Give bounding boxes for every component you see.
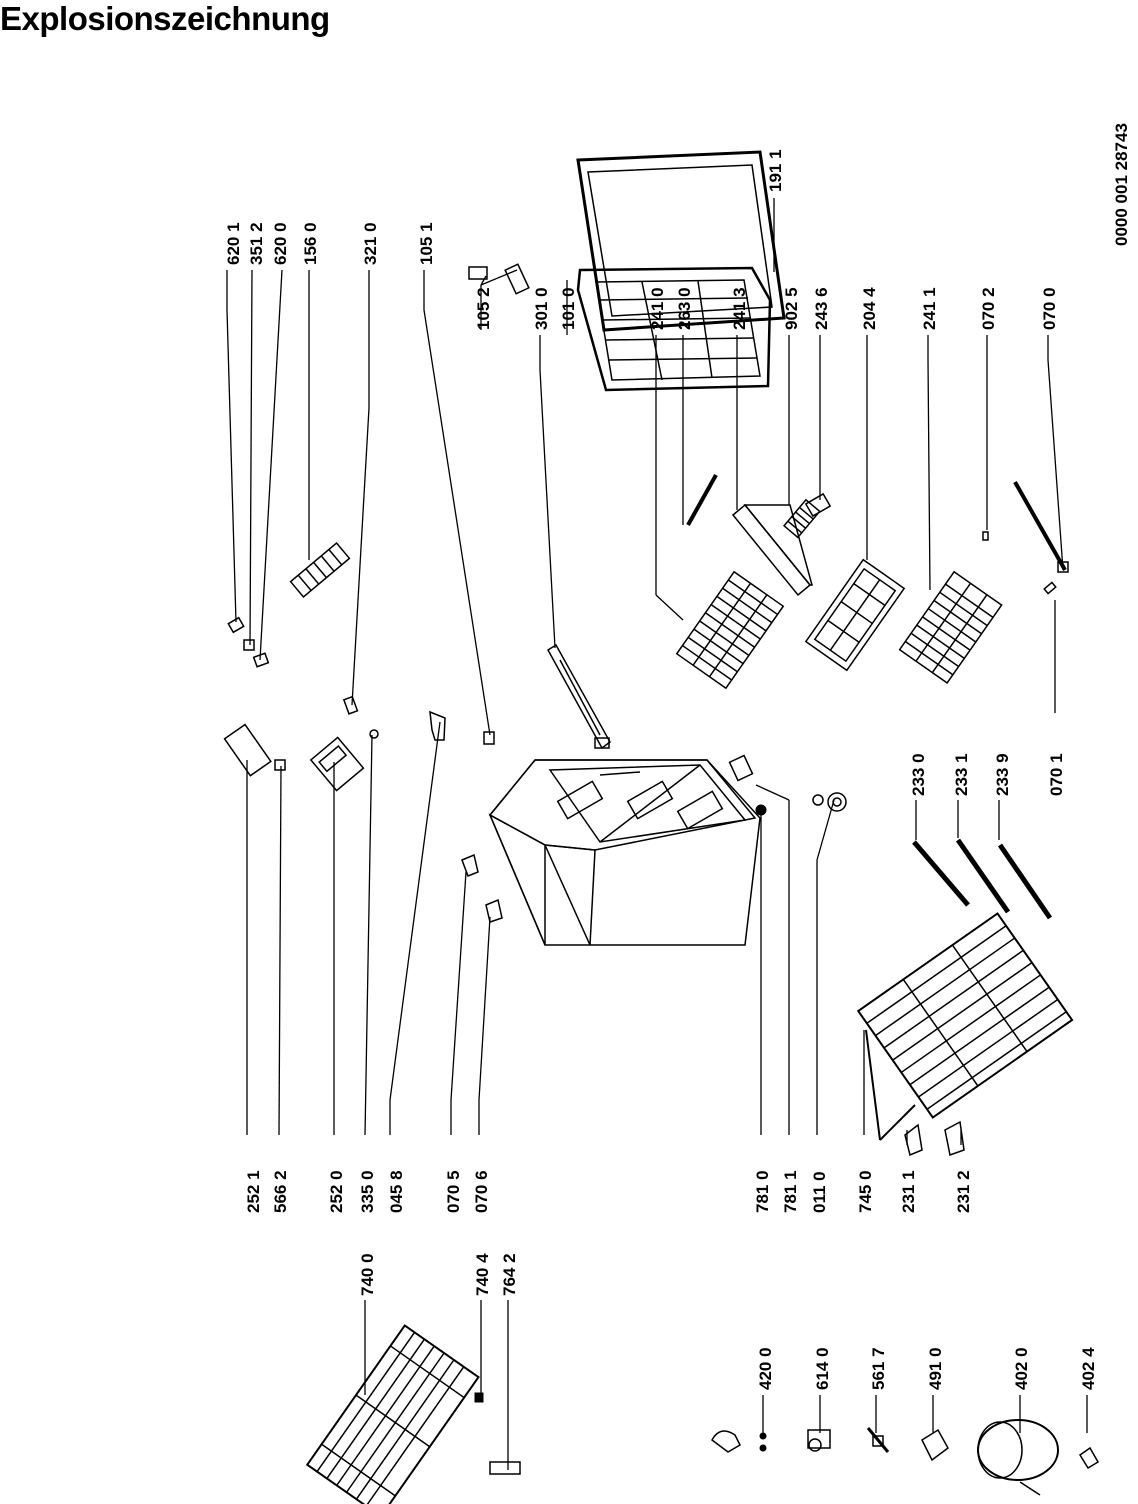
label-241-1: 241 1: [920, 287, 939, 330]
baskets: [675, 474, 1069, 690]
door-rails-233: [912, 838, 1053, 920]
label-101-0: 101 0: [559, 287, 578, 330]
small-parts-left-top: [227, 541, 495, 745]
door-gasket-191-1: [576, 150, 786, 332]
label-740-0: 740 0: [358, 1253, 377, 1296]
small-parts-center: [223, 723, 847, 923]
page-title: Explosionszeichnung: [0, 0, 330, 37]
label-740-4: 740 4: [473, 1253, 492, 1296]
label-252-0: 252 0: [327, 1170, 346, 1213]
label-233-0: 233 0: [909, 753, 928, 796]
label-070-5: 070 5: [444, 1170, 463, 1213]
label-011-0: 011 0: [810, 1171, 829, 1213]
label-620-1: 620 1: [224, 222, 243, 265]
label-243-6: 243 6: [812, 287, 831, 330]
label-070-6: 070 6: [472, 1170, 491, 1213]
condenser-740-0: [305, 1324, 521, 1504]
label-233-1: 233 1: [952, 753, 971, 796]
label-335-0: 335 0: [358, 1170, 377, 1213]
label-420-0: 420 0: [756, 1347, 775, 1390]
label-231-2: 231 2: [954, 1170, 973, 1213]
label-902-5: 902 5: [782, 287, 801, 330]
hinge-105-2: [468, 263, 530, 295]
label-321-0: 321 0: [361, 222, 380, 265]
label-204-4: 204 4: [860, 287, 879, 330]
label-156-0: 156 0: [301, 222, 320, 265]
label-402-0: 402 0: [1012, 1347, 1031, 1390]
label-402-4: 402 4: [1079, 1347, 1098, 1390]
label-070-0: 070 0: [1040, 287, 1059, 330]
label-233-9: 233 9: [993, 753, 1012, 796]
label-781-0: 781 0: [753, 1170, 772, 1213]
label-070-2: 070 2: [979, 287, 998, 330]
freezer-body: [488, 759, 761, 946]
label-620-0: 620 0: [271, 222, 290, 265]
compressor-parts: [711, 1419, 1100, 1496]
label-351-2: 351 2: [247, 222, 266, 265]
label-105-2: 105 2: [474, 287, 493, 330]
label-566-2: 566 2: [271, 1170, 290, 1213]
shelf-rail-301-0: [547, 643, 611, 750]
door-101-0: [576, 266, 772, 392]
label-070-1: 070 1: [1047, 753, 1066, 796]
shelf-grid-745-0: [856, 912, 1074, 1157]
label-105-1: 105 1: [417, 222, 436, 265]
label-781-1: 781 1: [781, 1170, 800, 1213]
label-561-7: 561 7: [869, 1347, 888, 1390]
label-745-0: 745 0: [856, 1170, 875, 1213]
label-301-0: 301 0: [532, 287, 551, 330]
label-231-1: 231 1: [899, 1170, 918, 1213]
label-045-8: 045 8: [387, 1170, 406, 1213]
label-252-1: 252 1: [244, 1170, 263, 1213]
label-191-1: 191 1: [766, 149, 785, 192]
label-491-0: 491 0: [926, 1347, 945, 1390]
label-614-0: 614 0: [813, 1347, 832, 1390]
label-764-2: 764 2: [500, 1253, 519, 1296]
